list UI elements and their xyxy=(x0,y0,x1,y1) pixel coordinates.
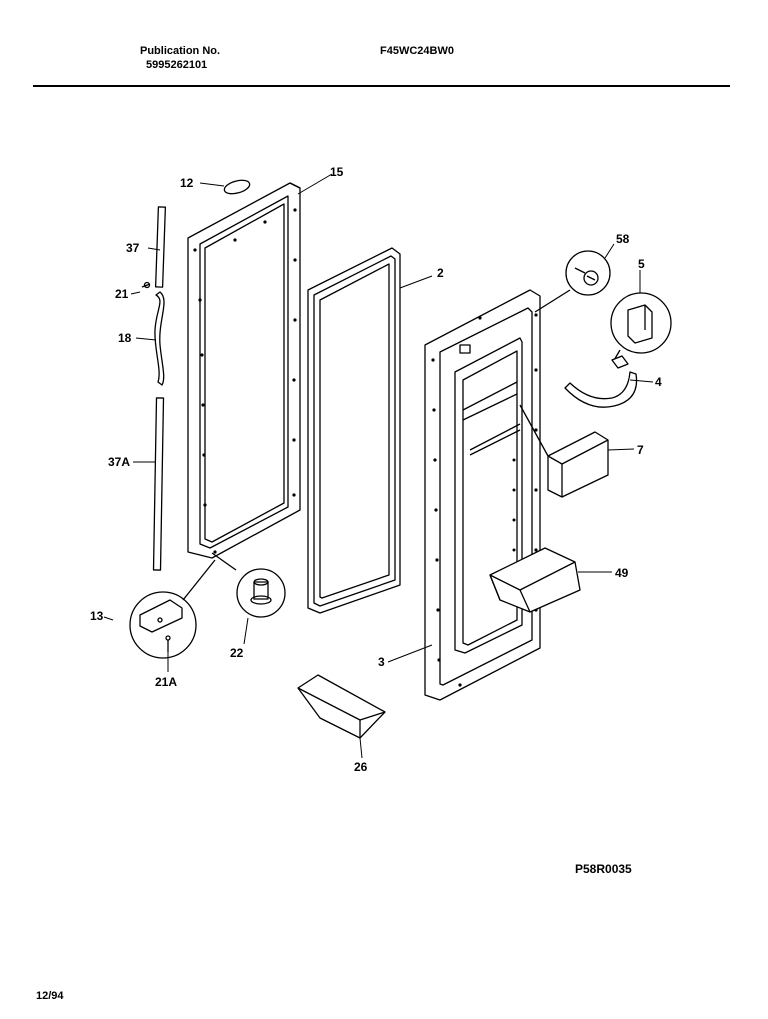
bushing-callout xyxy=(211,552,286,618)
hinge-screw xyxy=(165,635,171,652)
hinge-callout xyxy=(129,559,216,659)
label-15: 15 xyxy=(330,165,344,179)
inner-door-liner xyxy=(424,289,541,701)
door-bin xyxy=(489,547,581,613)
label-4: 4 xyxy=(655,375,662,389)
label-22: 22 xyxy=(230,646,244,660)
header-rule xyxy=(33,85,730,87)
shelf-bar xyxy=(564,371,638,408)
label-2: 2 xyxy=(437,266,444,280)
publication-label: Publication No. xyxy=(140,45,221,57)
upper-channel xyxy=(154,206,167,288)
label-37: 37 xyxy=(126,241,140,255)
door-shelf xyxy=(519,404,609,498)
lower-channel xyxy=(152,397,165,571)
door-gasket xyxy=(307,247,401,614)
label-21: 21 xyxy=(115,287,129,301)
leader-lines xyxy=(103,173,654,759)
label-18: 18 xyxy=(118,331,132,345)
label-26: 26 xyxy=(354,760,368,774)
label-12: 12 xyxy=(180,176,194,190)
handle-strip xyxy=(154,291,165,386)
publication-number: 5995262101 xyxy=(146,59,208,71)
clip-callout xyxy=(610,292,672,363)
screw-callout xyxy=(534,250,611,313)
label-3: 3 xyxy=(378,655,385,669)
plug-button xyxy=(223,179,251,195)
label-58: 58 xyxy=(616,232,630,246)
label-7: 7 xyxy=(637,443,644,457)
label-37a: 37A xyxy=(108,455,130,469)
label-21a: 21A xyxy=(155,675,177,689)
model-number: F45WC24BW0 xyxy=(380,45,454,57)
screw xyxy=(141,281,151,289)
diagram-code: P58R0035 xyxy=(575,862,632,876)
label-49: 49 xyxy=(615,566,629,580)
footer-date: 12/94 xyxy=(36,990,64,1002)
label-5: 5 xyxy=(638,257,645,271)
ice-tray xyxy=(297,674,386,739)
door-gasket-frame xyxy=(187,182,301,559)
label-13: 13 xyxy=(90,609,104,623)
